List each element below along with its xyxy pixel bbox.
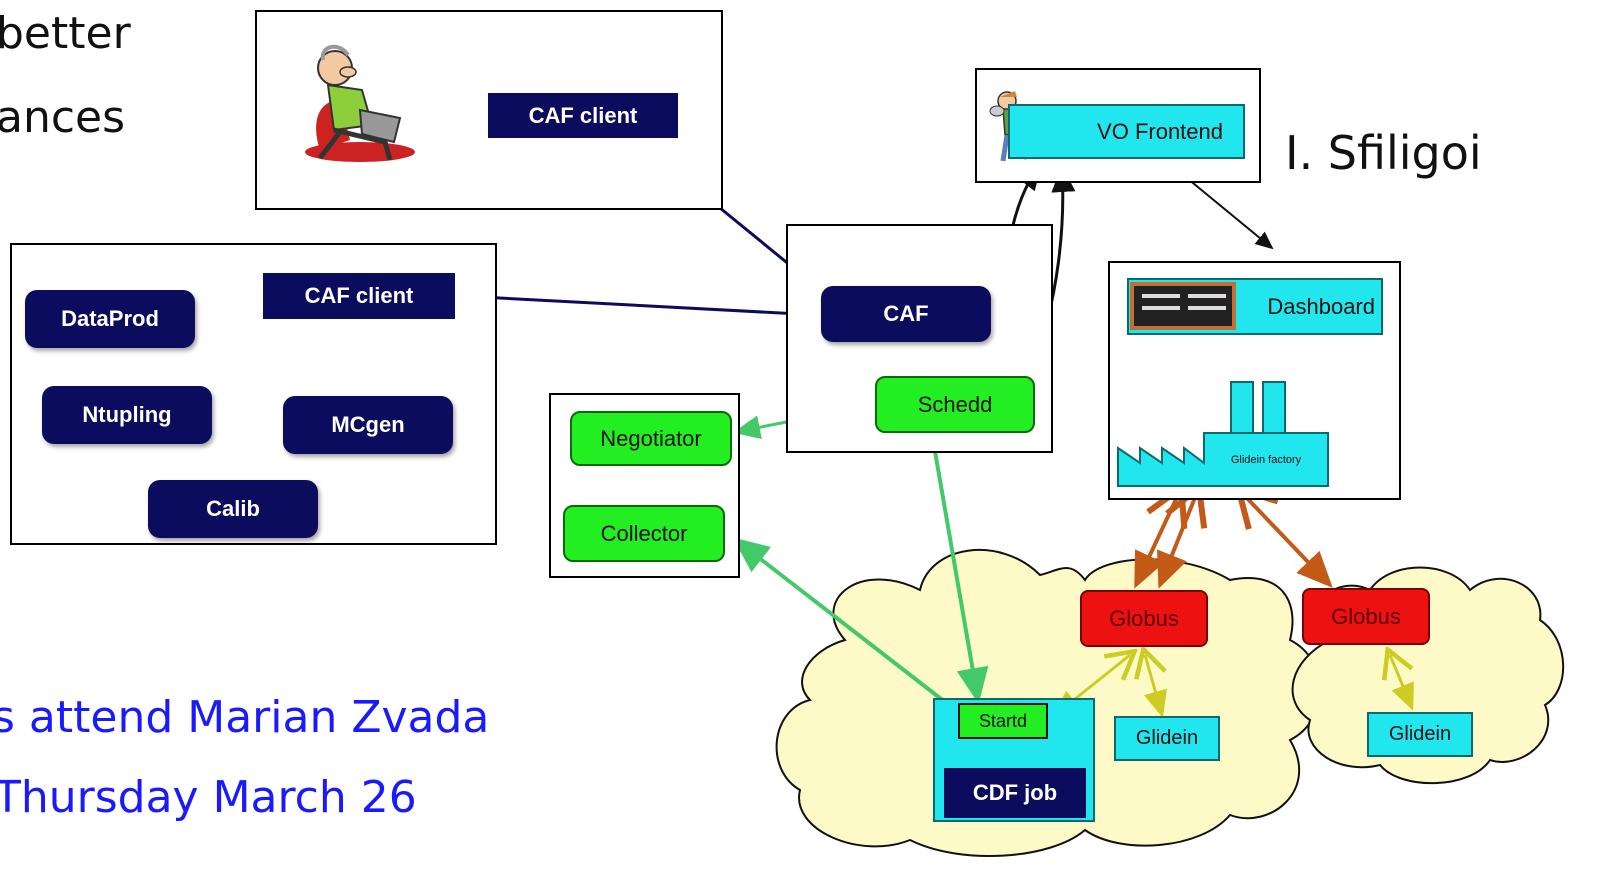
caf-node[interactable]: CAF [821, 286, 991, 342]
ntupling-node[interactable]: Ntupling [42, 386, 212, 444]
dashboard-label: Dashboard [1267, 293, 1375, 319]
slide-text-top-line2: ances [0, 92, 126, 143]
factory-building-icon [1117, 381, 1329, 487]
dashboard-screen-icon [1130, 282, 1236, 330]
globus-node-1[interactable]: Globus [1080, 590, 1208, 647]
globus-node-2[interactable]: Globus [1302, 588, 1430, 645]
talk-note-line2: Thursday March 26 [0, 772, 417, 823]
author-credit: I. Sfiligoi [1285, 126, 1482, 180]
cdf-job-node[interactable]: CDF job [944, 768, 1086, 818]
talk-note-line1: s attend Marian Zvada [0, 692, 490, 743]
caf-client-node-user[interactable]: CAF client [488, 93, 678, 138]
slide-text-top-line1: better [0, 8, 131, 59]
mcgen-node[interactable]: MCgen [283, 396, 453, 454]
negotiator-node[interactable]: Negotiator [570, 411, 732, 466]
startd-node[interactable]: Startd [958, 703, 1048, 739]
calib-node[interactable]: Calib [148, 480, 318, 538]
collector-node[interactable]: Collector [563, 505, 725, 562]
schedd-node[interactable]: Schedd [875, 376, 1035, 433]
user-laptop-icon [305, 44, 415, 162]
glidein-node-1[interactable]: Glidein [1114, 716, 1220, 761]
dataprod-node[interactable]: DataProd [25, 290, 195, 348]
caf-client-node-jobs[interactable]: CAF client [263, 273, 455, 319]
glidein-node-2[interactable]: Glidein [1367, 712, 1473, 757]
vo-frontend-node[interactable]: VO Frontend [1008, 104, 1245, 159]
glidein-factory-label[interactable]: Glidein factory [1230, 454, 1302, 466]
